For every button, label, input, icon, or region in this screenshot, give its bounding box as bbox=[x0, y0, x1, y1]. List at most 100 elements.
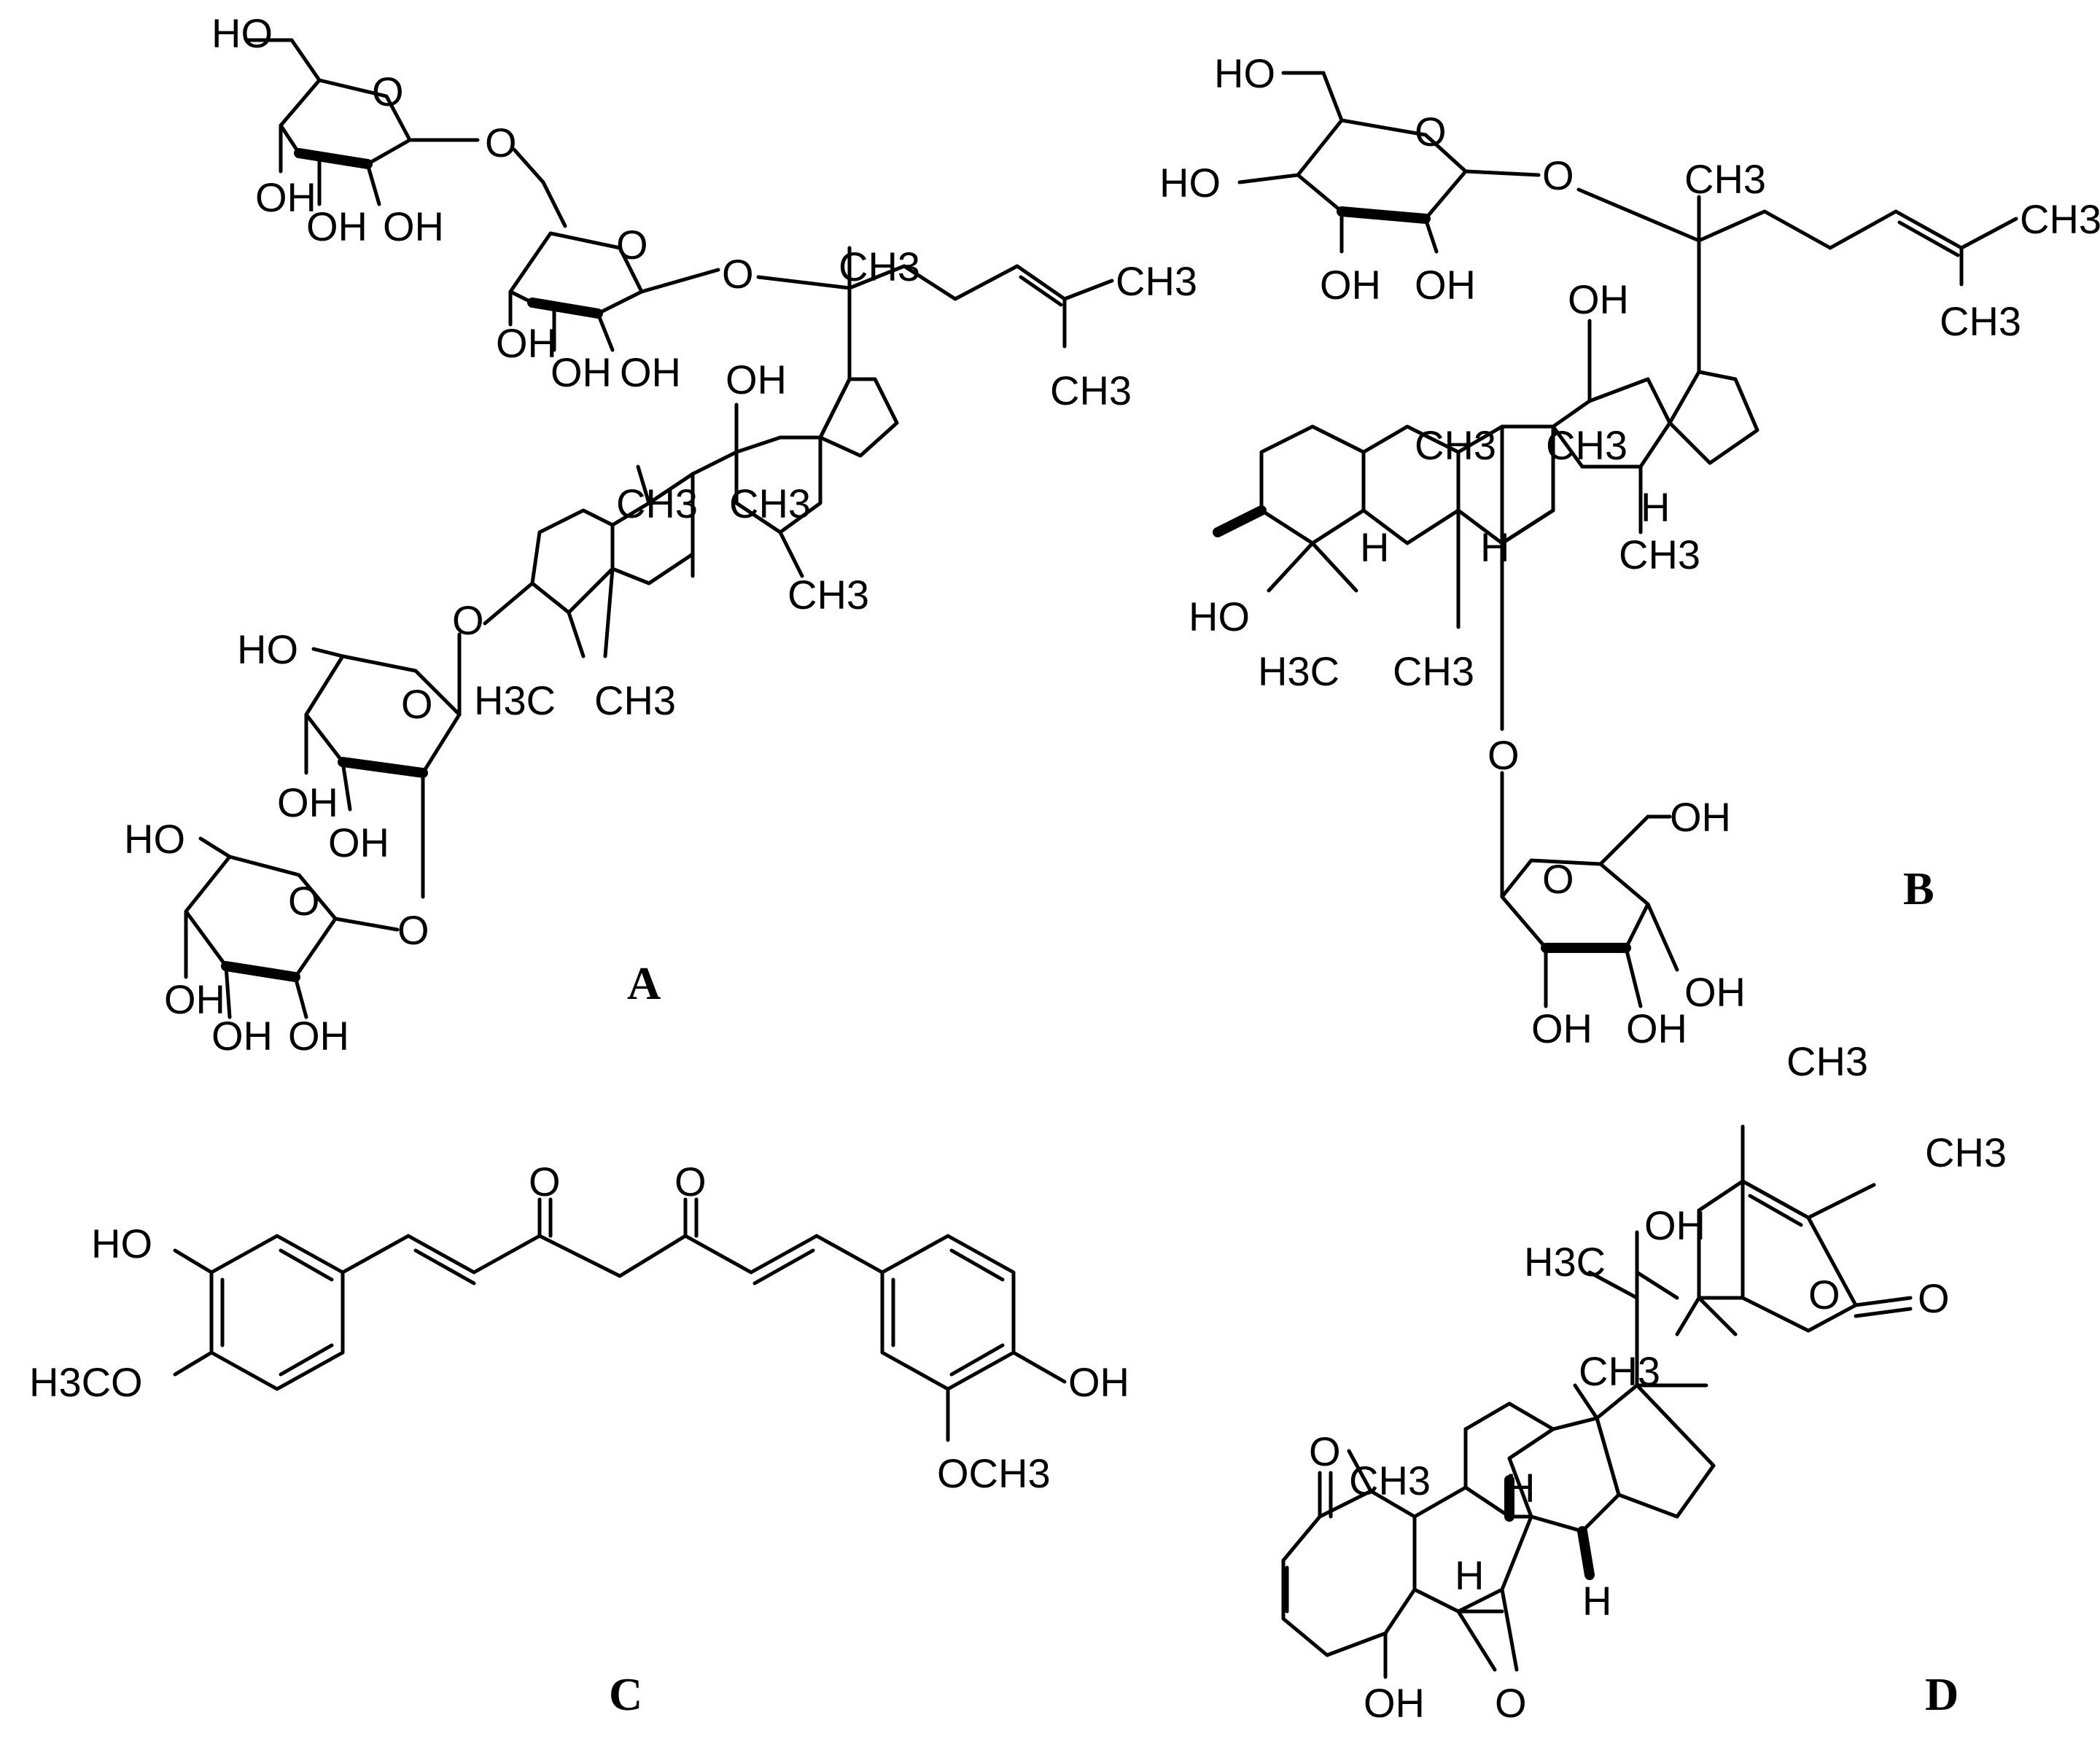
panel-d-atom: H3C bbox=[1524, 1239, 1606, 1285]
panel-a-atom: HO bbox=[211, 10, 273, 56]
panel-b-sugar-top bbox=[1237, 71, 1701, 254]
panel-c-atom: H3CO bbox=[29, 1359, 143, 1405]
panel-b-sugar-bottom bbox=[1500, 771, 1679, 1008]
panel-a-atom: H3C bbox=[474, 677, 556, 723]
panel-a-atom: O bbox=[288, 878, 320, 924]
panel-d-atom: H bbox=[1506, 1465, 1535, 1511]
panel-b-atom: H bbox=[1480, 524, 1509, 570]
panel-a-atom: OH bbox=[211, 1013, 273, 1059]
panel-a-atom: HO bbox=[124, 816, 185, 862]
panel-b-label: B bbox=[1903, 863, 1934, 914]
panel-b-atom: O bbox=[1488, 732, 1520, 778]
panel-d-atom: H bbox=[1455, 1552, 1484, 1598]
panel-a-atom: O bbox=[722, 251, 754, 297]
panel-b-atom: CH3 bbox=[1940, 298, 2021, 344]
panel-a-atom: OH bbox=[328, 820, 389, 865]
panel-d-atom: CH3 bbox=[1579, 1348, 1660, 1394]
panel-a-atom: OH bbox=[255, 174, 316, 220]
panel-b-atom: OH bbox=[1670, 794, 1731, 840]
panel-a-atom: OH bbox=[620, 349, 681, 395]
panel-a-atom: OH bbox=[383, 203, 444, 249]
panel-a-atom: CH3 bbox=[616, 481, 698, 526]
panel-c-atom-labels: O O HO H3CO OH OCH3 bbox=[29, 1159, 1129, 1496]
panel-d-bonds bbox=[1281, 1124, 1913, 1679]
panel-a-atom: CH3 bbox=[788, 572, 869, 618]
panel-a-atom: CH3 bbox=[594, 677, 676, 723]
panel-b-atom: CH3 bbox=[1684, 156, 1766, 202]
panel-c-atom: O bbox=[529, 1159, 561, 1205]
panel-b-atom: CH3 bbox=[1619, 532, 1700, 577]
panel-d-atom: H bbox=[1582, 1578, 1611, 1624]
panel-b-atom: CH3 bbox=[1393, 648, 1474, 694]
panel-b-atom: H bbox=[1641, 484, 1670, 530]
panel-b-atom-labels: HO O O HO OH OH CH3 CH3 CH3 OH CH3 CH3 H… bbox=[1159, 50, 2100, 1051]
structure-panel-d: CH3 CH3 OH H3C O O CH3 O CH3 H H H OH O … bbox=[1281, 1038, 2007, 1726]
panel-a-atom: O bbox=[485, 120, 517, 166]
panel-a-atom: OH bbox=[164, 976, 225, 1022]
structure-panel-c: O O HO H3CO OH OCH3 C bbox=[29, 1159, 1129, 1720]
panel-a-sugar-lower bbox=[304, 632, 462, 899]
panel-a-atom: CH3 bbox=[729, 481, 811, 526]
panel-b-atom: CH3 bbox=[2020, 196, 2100, 242]
panel-b-atom: H3C bbox=[1258, 648, 1339, 694]
panel-b-atom: OH bbox=[1415, 262, 1476, 308]
panel-d-atom: CH3 bbox=[1349, 1458, 1431, 1503]
panel-b-atom: OH bbox=[1684, 969, 1746, 1015]
panel-d-atom: CH3 bbox=[1786, 1038, 1868, 1084]
panel-a-atom: CH3 bbox=[1050, 367, 1132, 413]
panel-c-atom: OH bbox=[1068, 1359, 1129, 1405]
panel-d-atom: OH bbox=[1644, 1202, 1706, 1248]
panel-a-sugar-middle bbox=[508, 231, 852, 352]
panel-a-atom: OH bbox=[496, 320, 557, 366]
panel-a-atom: OH bbox=[288, 1013, 349, 1059]
panel-b-atom: O bbox=[1542, 856, 1574, 902]
panel-a-sugar-top bbox=[246, 38, 567, 228]
panel-b-atom: CH3 bbox=[1546, 422, 1628, 468]
panel-b-atom: CH3 bbox=[1415, 422, 1496, 468]
panel-a-atom: O bbox=[616, 222, 648, 268]
panel-a-atom: OH bbox=[551, 349, 612, 395]
panel-a-atom-labels: HO O O OH OH OH O O OH OH OH CH3 CH3 CH3… bbox=[124, 10, 1197, 1059]
panel-a-side-chain bbox=[847, 246, 1114, 381]
structure-panel-a: HO O O OH OH OH O O OH OH OH CH3 CH3 CH3… bbox=[124, 10, 1197, 1059]
panel-a-atom: O bbox=[452, 597, 484, 643]
panel-a-steroid-core bbox=[483, 377, 899, 658]
panel-d-atom-labels: CH3 CH3 OH H3C O O CH3 O CH3 H H H OH O bbox=[1309, 1038, 2007, 1726]
panel-a-sugar-bottom bbox=[184, 836, 400, 1019]
panel-a-atom: O bbox=[397, 907, 429, 953]
panel-b-side-chain bbox=[1697, 195, 2018, 374]
panel-a-label: A bbox=[627, 957, 661, 1009]
panel-b-atom: HO bbox=[1214, 50, 1275, 96]
panel-d-atom: CH3 bbox=[1925, 1129, 2007, 1175]
panel-a-atom: O bbox=[372, 69, 404, 114]
panel-b-atom: H bbox=[1360, 524, 1389, 570]
panel-a-atom: HO bbox=[237, 626, 298, 672]
panel-d-atom: O bbox=[1918, 1275, 1950, 1321]
panel-a-atom: OH bbox=[306, 203, 368, 249]
panel-d-label: D bbox=[1925, 1668, 1959, 1720]
panel-a-atom: O bbox=[401, 681, 433, 727]
panel-b-atom: HO bbox=[1189, 594, 1250, 639]
panel-b-atom: HO bbox=[1159, 160, 1221, 206]
panel-b-atom: OH bbox=[1531, 1005, 1592, 1051]
panel-a-atom: CH3 bbox=[839, 244, 920, 289]
panel-a-atom: OH bbox=[277, 779, 338, 825]
panel-a-atom: CH3 bbox=[1116, 258, 1197, 304]
panel-b-steroid-core bbox=[1213, 319, 1759, 731]
panel-b-atom: OH bbox=[1626, 1005, 1687, 1051]
panel-b-atom: O bbox=[1542, 152, 1574, 198]
panel-c-atom: OCH3 bbox=[937, 1450, 1051, 1496]
structure-panel-b: HO O O HO OH OH CH3 CH3 CH3 OH CH3 CH3 H… bbox=[1159, 50, 2100, 1051]
panel-b-atom: OH bbox=[1568, 276, 1629, 322]
panel-d-atom: O bbox=[1808, 1272, 1840, 1318]
panel-c-atom: O bbox=[674, 1159, 707, 1205]
panel-b-atom: OH bbox=[1320, 262, 1381, 308]
panel-d-atom: O bbox=[1309, 1428, 1341, 1474]
panel-a-atom: OH bbox=[726, 357, 787, 402]
panel-b-atom: O bbox=[1415, 109, 1447, 155]
panel-d-atom: O bbox=[1495, 1680, 1527, 1726]
panel-c-bonds bbox=[173, 1197, 1067, 1442]
panel-d-atom: OH bbox=[1364, 1680, 1425, 1726]
panel-c-atom: HO bbox=[91, 1221, 152, 1267]
